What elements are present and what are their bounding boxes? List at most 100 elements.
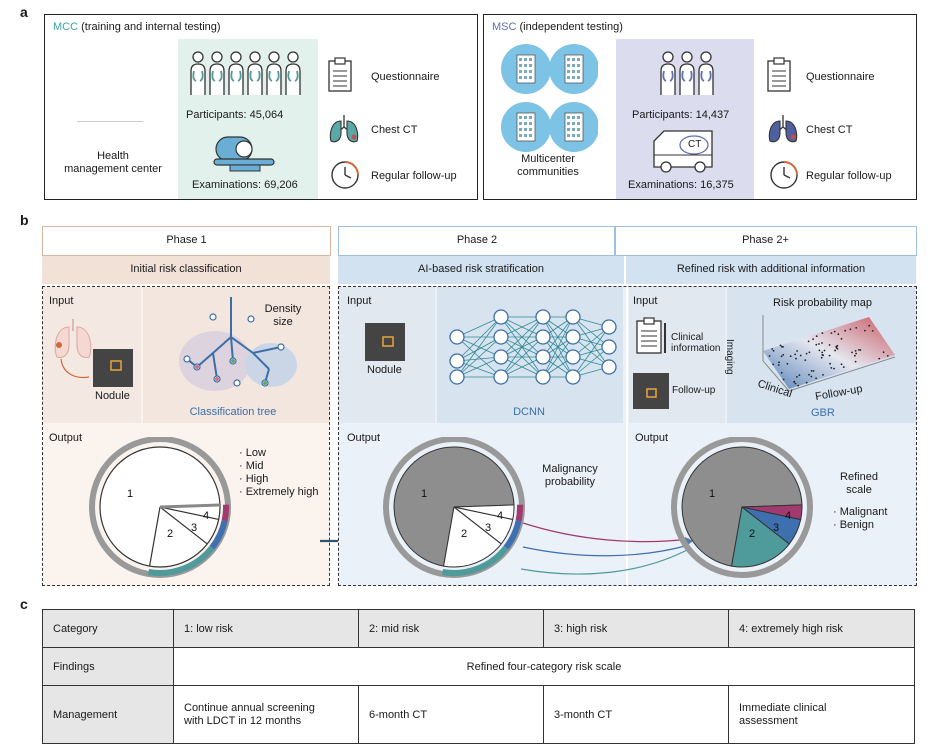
phase-divider	[626, 287, 628, 585]
pie-label-4: 4	[203, 510, 209, 522]
table-row-findings: Findings Refined four-category risk scal…	[42, 647, 915, 686]
questionnaire-icon	[328, 57, 352, 92]
table-row-category: Category 1: low risk 2: mid risk 3: high…	[42, 609, 915, 648]
row-head: Category	[42, 609, 174, 648]
msc-item-follow-up: Regular follow-up	[806, 170, 892, 182]
flow-arrows	[520, 522, 693, 575]
mcc-title: MCC (training and internal testing)	[53, 21, 221, 33]
mcc-title-rest: (training and internal testing)	[78, 21, 221, 33]
phase1-subheader: Initial risk classification	[42, 256, 330, 284]
dcnn-network-icon	[449, 309, 617, 385]
phase1-risk-pie: 1 2 34	[89, 437, 231, 578]
row-head: Management	[42, 685, 174, 744]
phase2plus-input-label: Input	[633, 295, 658, 307]
pie-label-4: 4	[785, 510, 791, 522]
phase2-nodule-label: Nodule	[367, 364, 402, 376]
followup-label: Follow-up	[672, 385, 716, 396]
phase2-input-label: Input	[347, 295, 372, 307]
panel-c-label: c	[20, 596, 28, 612]
ct-badge: CT	[688, 139, 702, 150]
risk-map-title: Risk probability map	[773, 297, 873, 309]
clock-icon-msc	[770, 161, 798, 189]
malignancy-legend: · Malignant · Benign	[833, 506, 887, 532]
legend-mid: · Mid	[239, 460, 264, 472]
buildings-icon	[501, 44, 598, 152]
phase2-subheader: AI-based risk stratification	[338, 256, 624, 284]
legend-malignant: · Malignant	[833, 506, 888, 518]
row-head: Findings	[42, 647, 174, 686]
msc-participants: Participants: 14,437	[632, 109, 730, 121]
phase1-input-label: Input	[49, 295, 74, 307]
phase1-output-label: Output	[49, 432, 83, 444]
density-size-label: Density size	[264, 303, 302, 328]
participants-icon-msc	[660, 51, 714, 95]
clock-icon	[331, 161, 359, 189]
phase2plus-subheader: Refined risk with additional information	[626, 256, 916, 284]
phase1-risk-legend: · Low · Mid · High · Extremely high	[239, 447, 318, 499]
pie-label-3: 3	[191, 522, 197, 534]
phase1-header: Phase 1	[42, 226, 331, 256]
pie-label-2: 2	[461, 528, 467, 540]
mcc-item-chest-ct: Chest CT	[371, 124, 418, 136]
phase2plus-header: Phase 2+	[614, 226, 917, 256]
lungs-icon	[329, 115, 359, 143]
msc-tag: MSC	[492, 21, 517, 33]
msc-stats-panel: Participants: 14,437 CT Examinations: 16…	[616, 39, 754, 199]
msc-item-questionnaire: Questionnaire	[806, 71, 875, 83]
health-center-image	[77, 121, 143, 122]
mcc-stats-panel: Participants: 45,064 Examinations: 69,20…	[178, 39, 318, 199]
cell-mgmt-4: Immediate clinical assessment	[728, 685, 915, 744]
msc-title-rest: (independent testing)	[516, 21, 623, 33]
mcc-examinations: Examinations: 69,206	[192, 179, 298, 191]
msc-examinations: Examinations: 16,375	[628, 179, 734, 191]
mcc-item-questionnaire: Questionnaire	[371, 71, 440, 83]
legend-extremely-high: · Extremely high	[239, 486, 319, 498]
msc-title: MSC (independent testing)	[492, 21, 623, 33]
axis-imaging: Imaging	[724, 339, 735, 375]
multicenter-label: Multicenter communities	[517, 153, 579, 178]
participants-icon	[190, 51, 301, 95]
legend-benign: · Benign	[833, 519, 874, 531]
phase2-output-label: Output	[347, 432, 381, 444]
table-row-management: Management Continue annual screening wit…	[42, 685, 915, 744]
risk-management-table: Category 1: low risk 2: mid risk 3: high…	[42, 609, 915, 744]
cell-mgmt-3: 3-month CT	[543, 685, 729, 744]
pie-label-1: 1	[421, 488, 427, 500]
lungs-icon-msc	[768, 115, 798, 143]
phase2-risk-pie: 1 2 34	[383, 437, 525, 578]
mcc-tag: MCC	[53, 21, 79, 33]
dcnn-caption: DCNN	[513, 406, 545, 418]
clinical-info-icon	[636, 317, 666, 354]
clinical-info-label: Clinical information	[671, 332, 721, 354]
cell-cat-4: 4: extremely high risk	[728, 609, 915, 648]
legend-low: · Low	[239, 447, 266, 459]
health-center-label: Health management center	[64, 150, 162, 175]
pie-label-1: 1	[127, 488, 133, 500]
pie-label-2: 2	[749, 528, 755, 540]
cell-cat-1: 1: low risk	[173, 609, 359, 648]
cell-findings: Refined four-category risk scale	[173, 647, 915, 686]
cell-mgmt-1: Continue annual screening with LDCT in 1…	[173, 685, 359, 744]
cell-cat-2: 2: mid risk	[358, 609, 544, 648]
phase2-header: Phase 2	[338, 226, 616, 256]
legend-high: · High	[239, 473, 269, 485]
pie-label-3: 3	[773, 522, 779, 534]
questionnaire-icon-msc	[767, 57, 791, 92]
followup-ct-image	[633, 373, 669, 409]
panel-b-label: b	[20, 212, 29, 228]
mcc-item-follow-up: Regular follow-up	[371, 170, 457, 182]
gbr-caption: GBR	[811, 407, 835, 419]
pie-label-2: 2	[167, 528, 173, 540]
pie-label-3: 3	[485, 522, 491, 534]
ct-scanner-icon	[213, 136, 275, 172]
cell-mgmt-2: 6-month CT	[358, 685, 544, 744]
pie-label-4: 4	[497, 510, 503, 522]
mcc-box: MCC (training and internal testing) Heal…	[44, 14, 478, 200]
classification-tree-icon	[179, 297, 297, 391]
phase1-nodule-label: Nodule	[95, 390, 130, 402]
refined-scale-label: Refined scale	[840, 471, 878, 496]
nodule-ct-image	[365, 323, 405, 361]
panel-a-label: a	[20, 4, 28, 20]
